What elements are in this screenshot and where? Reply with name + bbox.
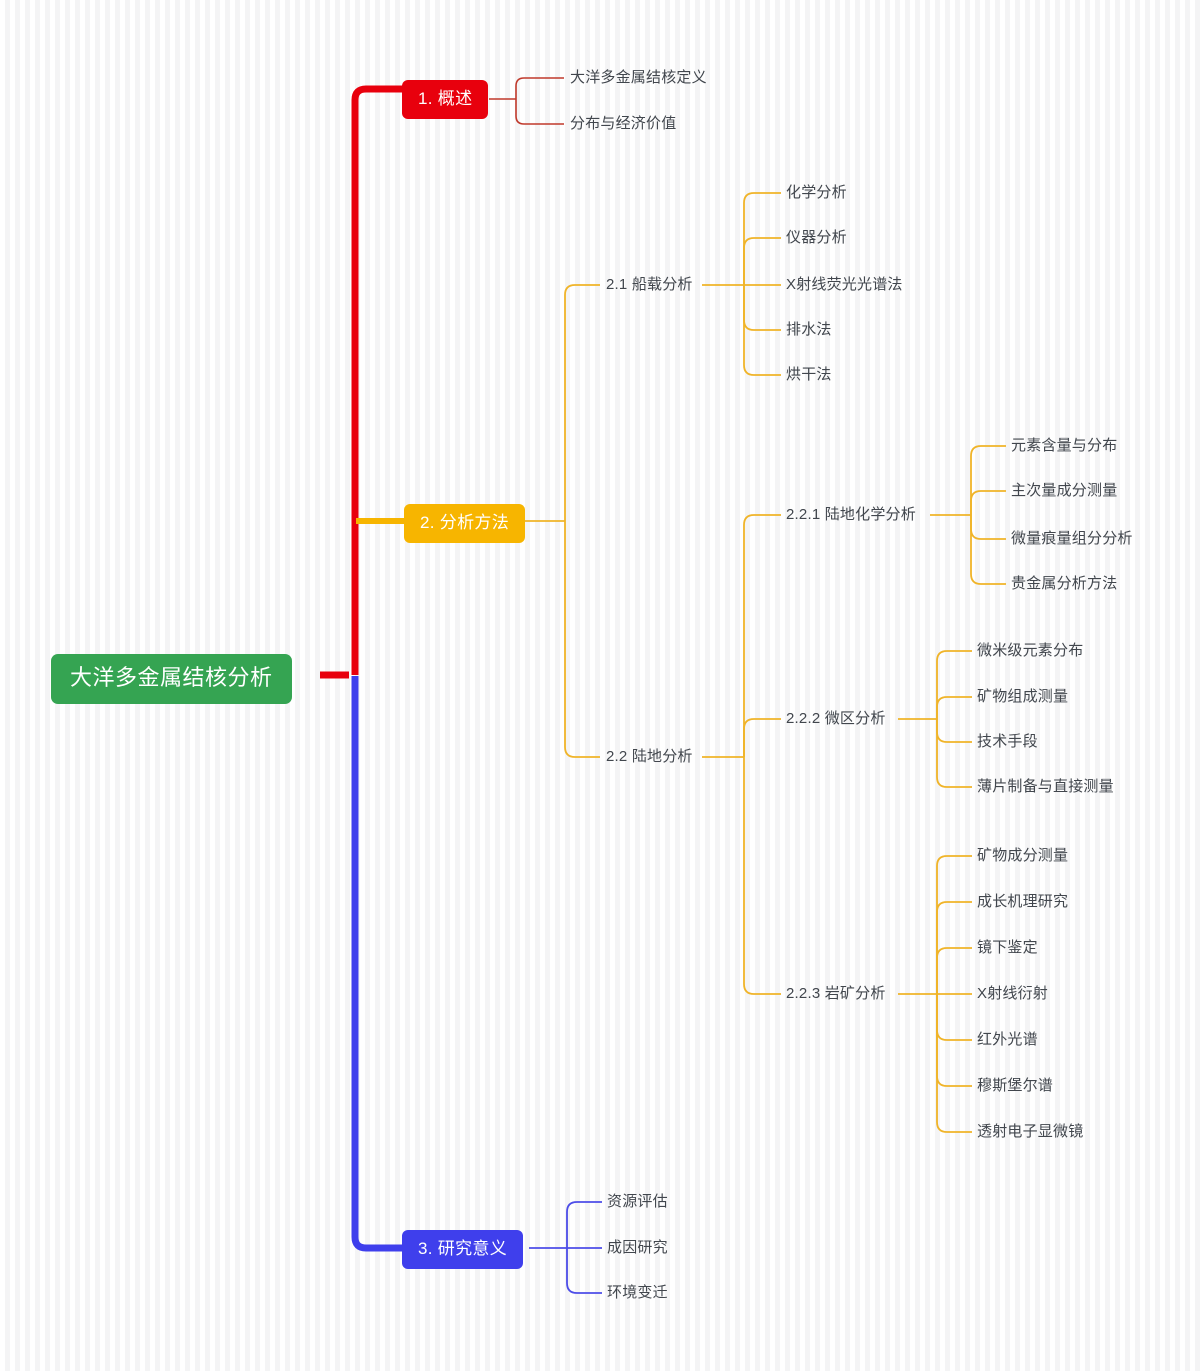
leaf-node-infrared-spectroscopy[interactable]: 红外光谱 [977, 1031, 1038, 1048]
leaf-node-technical-means[interactable]: 技术手段 [977, 733, 1038, 750]
branch-node-overview[interactable]: 1. 概述 [402, 80, 489, 119]
leaf-node-micron-element-distribution[interactable]: 微米级元素分布 [977, 642, 1084, 659]
branch-node-analysis-methods[interactable]: 2. 分析方法 [404, 504, 526, 543]
leaf-node-resource-assessment[interactable]: 资源评估 [607, 1193, 668, 1210]
leaf-node-environmental-change[interactable]: 环境变迁 [607, 1284, 668, 1301]
leaf-node-major-minor-composition[interactable]: 主次量成分测量 [1011, 482, 1118, 499]
leaf-node-mineral-composition-measure[interactable]: 矿物成分测量 [977, 847, 1069, 864]
subtopic-node-land-chemical-analysis[interactable]: 2.2.1 陆地化学分析 [786, 506, 916, 523]
leaf-node-tem[interactable]: 透射电子显微镜 [977, 1123, 1084, 1140]
leaf-node-water-displacement-method[interactable]: 排水法 [786, 321, 832, 338]
leaf-node-xrd[interactable]: X射线衍射 [977, 985, 1049, 1002]
subtopic-node-land-analysis[interactable]: 2.2 陆地分析 [606, 748, 693, 765]
leaf-node-precious-metal-methods[interactable]: 贵金属分析方法 [1011, 575, 1118, 592]
leaf-node-trace-component-analysis[interactable]: 微量痕量组分分析 [1011, 530, 1133, 547]
leaf-node-xrf-spectrometry[interactable]: X射线荧光光谱法 [786, 276, 903, 293]
leaf-node-microscopic-identification[interactable]: 镜下鉴定 [977, 939, 1038, 956]
leaf-node-mineral-composition-measurement[interactable]: 矿物组成测量 [977, 688, 1069, 705]
leaf-node-element-content-distribution[interactable]: 元素含量与分布 [1011, 437, 1118, 454]
leaf-node-mossbauer-spectroscopy[interactable]: 穆斯堡尔谱 [977, 1077, 1054, 1094]
branch-node-research-significance[interactable]: 3. 研究意义 [402, 1230, 524, 1269]
leaf-node-chemical-analysis[interactable]: 化学分析 [786, 184, 847, 201]
subtopic-node-shipboard-analysis[interactable]: 2.1 船载分析 [606, 276, 693, 293]
leaf-node-growth-mechanism-research[interactable]: 成长机理研究 [977, 893, 1069, 910]
leaf-node-distribution-economic-value[interactable]: 分布与经济价值 [570, 115, 677, 132]
leaf-node-thin-section-direct-measurement[interactable]: 薄片制备与直接测量 [977, 778, 1114, 795]
root-node[interactable]: 大洋多金属结核分析 [51, 654, 292, 704]
leaf-node-genesis-research[interactable]: 成因研究 [607, 1239, 668, 1256]
leaf-node-nodule-definition[interactable]: 大洋多金属结核定义 [570, 69, 707, 86]
subtopic-node-micro-area-analysis[interactable]: 2.2.2 微区分析 [786, 710, 886, 727]
leaf-node-instrumental-analysis[interactable]: 仪器分析 [786, 229, 847, 246]
subtopic-node-rock-mineral-analysis[interactable]: 2.2.3 岩矿分析 [786, 985, 886, 1002]
leaf-node-drying-method[interactable]: 烘干法 [786, 366, 832, 383]
